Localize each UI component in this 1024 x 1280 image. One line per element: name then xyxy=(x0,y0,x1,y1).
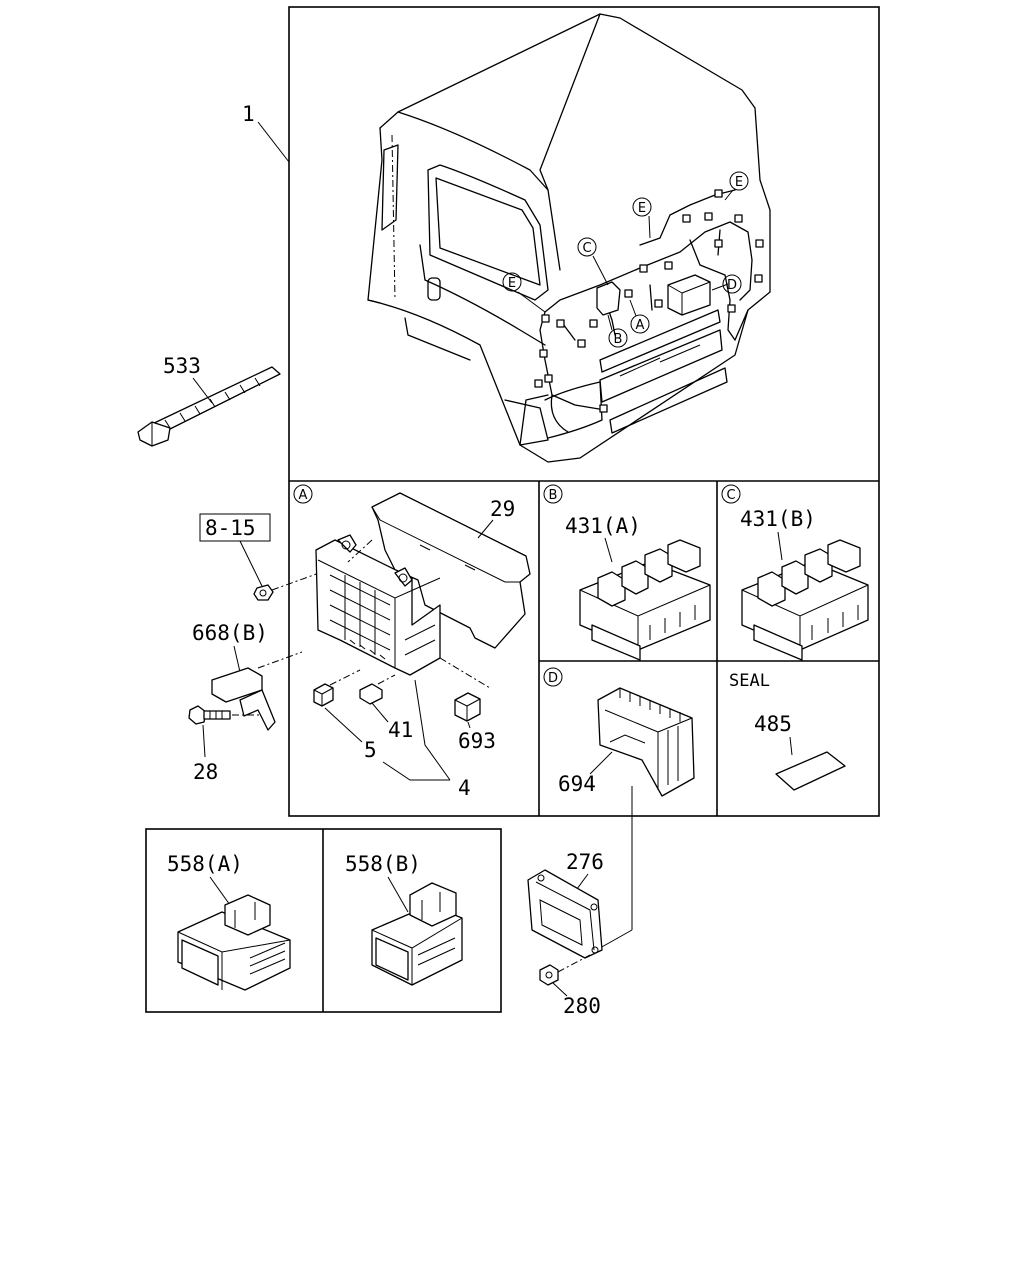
marker-c-cab: C xyxy=(577,237,597,257)
marker-a-cab: A xyxy=(630,314,650,334)
callout-5: 5 xyxy=(364,738,377,762)
callout-485: 485 xyxy=(754,712,792,736)
fuse-box-cover xyxy=(371,492,531,649)
marker-e-left-text: E xyxy=(508,276,516,291)
detail-c-marker-text: C xyxy=(726,488,735,503)
marker-d-cab-text: D xyxy=(727,278,737,293)
marker-e-left: E xyxy=(502,272,522,292)
callout-558b: 558(B) xyxy=(345,852,421,876)
callout-693: 693 xyxy=(458,729,496,753)
callout-8-15: 8-15 xyxy=(205,516,256,540)
fuse xyxy=(313,669,361,707)
callout-668b: 668(B) xyxy=(192,621,268,645)
callout-533: 533 xyxy=(163,354,201,378)
bolt xyxy=(188,705,260,725)
connector-431a xyxy=(579,539,711,661)
connector-558a xyxy=(177,894,291,991)
bracket xyxy=(211,651,303,731)
connector-431b xyxy=(741,539,869,661)
callout-431a: 431(A) xyxy=(565,514,641,538)
truck-cab-harness xyxy=(367,13,771,463)
callout-694: 694 xyxy=(558,772,596,796)
callout-4: 4 xyxy=(458,776,471,800)
marker-e-right-text: E xyxy=(735,175,743,190)
detail-c-marker: C xyxy=(721,484,741,504)
frames xyxy=(145,6,880,1013)
marker-e-top-text: E xyxy=(638,201,646,216)
callout-28: 28 xyxy=(193,760,218,784)
marker-c-cab-text: C xyxy=(582,241,591,256)
mini-fuse xyxy=(359,674,396,705)
relay xyxy=(439,657,491,722)
ecu-bracket xyxy=(527,869,603,959)
nut xyxy=(253,584,274,601)
callout-41: 41 xyxy=(388,718,413,742)
seal-title: SEAL xyxy=(729,671,770,691)
callout-558a: 558(A) xyxy=(167,852,243,876)
callout-1: 1 xyxy=(242,102,255,126)
ecu-module xyxy=(597,687,695,797)
ref-box-8-15 xyxy=(199,513,271,542)
cable-tie xyxy=(137,366,281,447)
seal-label xyxy=(775,751,846,791)
connector-558b xyxy=(371,882,463,986)
detail-b-marker-text: B xyxy=(549,488,558,503)
marker-e-top: E xyxy=(632,197,652,217)
callout-276: 276 xyxy=(566,850,604,874)
detail-d-marker-text: D xyxy=(548,671,558,686)
callout-431b: 431(B) xyxy=(740,507,816,531)
callout-280: 280 xyxy=(563,994,601,1018)
detail-a-marker: A xyxy=(293,484,313,504)
detail-b-marker: B xyxy=(543,484,563,504)
detail-a-marker-text: A xyxy=(299,488,308,503)
detail-d-marker: D xyxy=(543,667,563,687)
marker-a-cab-text: A xyxy=(636,318,645,333)
marker-b-cab-text: B xyxy=(614,332,623,347)
callout-29: 29 xyxy=(490,497,515,521)
marker-d-cab: D xyxy=(722,274,742,294)
marker-b-cab: B xyxy=(608,328,628,348)
marker-e-right: E xyxy=(729,171,749,191)
ecu-nut xyxy=(539,964,559,986)
